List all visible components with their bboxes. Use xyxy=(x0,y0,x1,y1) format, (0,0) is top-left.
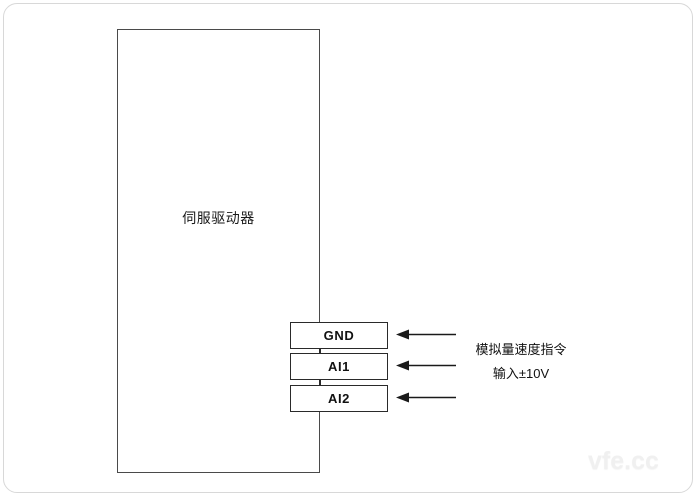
terminal-gnd: GND xyxy=(290,322,388,349)
servo-driver-block xyxy=(117,29,320,473)
signal-annotation: 模拟量速度指令 输入±10V xyxy=(462,338,580,386)
servo-driver-label: 伺服驱动器 xyxy=(182,210,255,226)
watermark: vfe.cc xyxy=(588,447,659,475)
diagram-frame xyxy=(3,3,693,493)
signal-arrow-ai2-icon xyxy=(396,392,456,403)
terminal-ai2: AI2 xyxy=(290,385,388,412)
terminal-connector-stub-lower xyxy=(319,380,321,386)
terminal-ai1: AI1 xyxy=(290,353,388,380)
annotation-line-1: 模拟量速度指令 xyxy=(475,342,567,357)
signal-arrow-ai1-icon xyxy=(396,360,456,371)
annotation-line-2: 输入±10V xyxy=(492,366,550,381)
signal-arrow-gnd-icon xyxy=(396,329,456,340)
terminal-connector-stub-upper xyxy=(319,349,321,354)
